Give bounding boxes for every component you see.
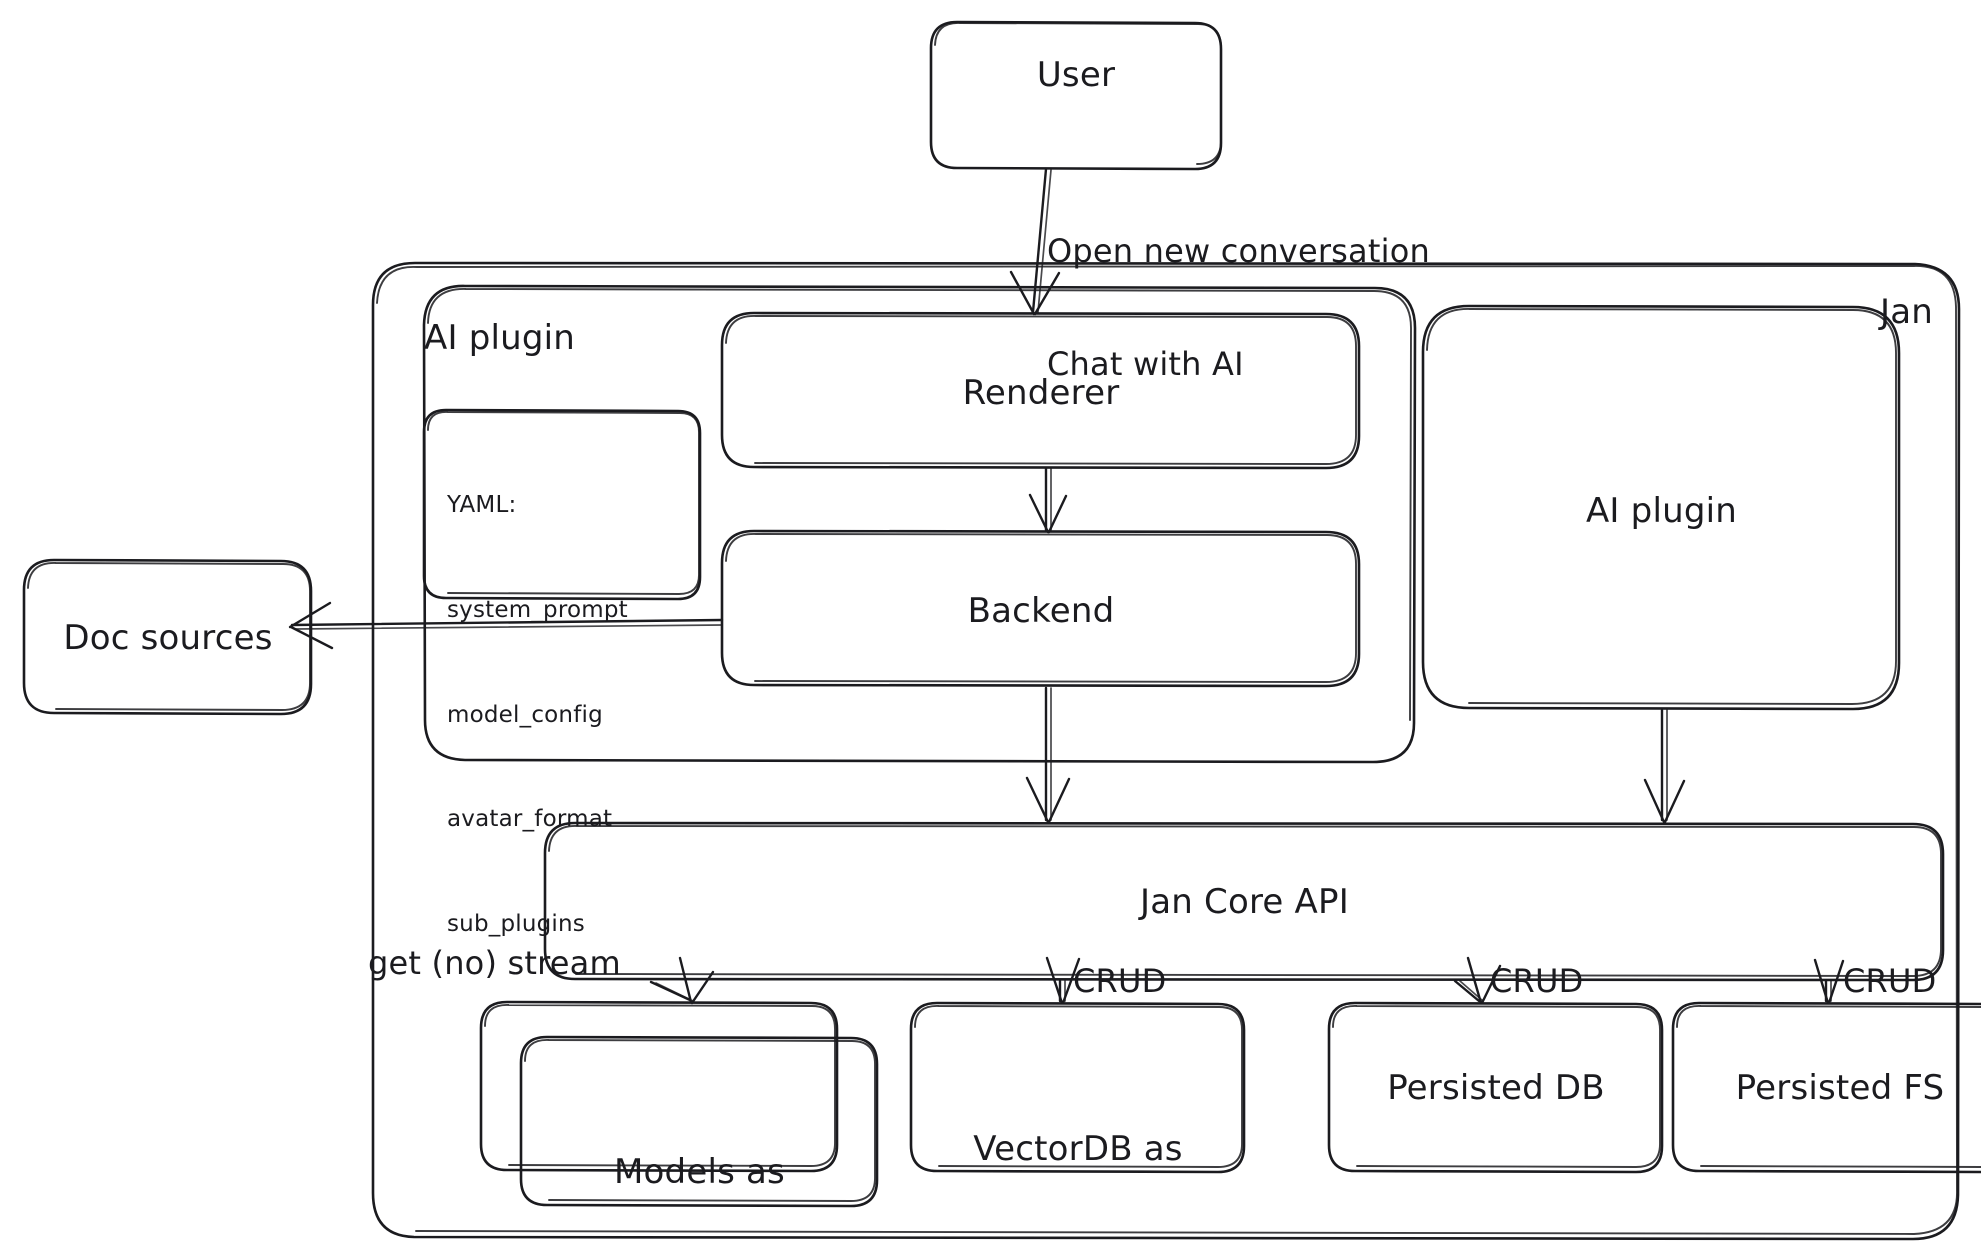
edge-jan-core-api-to-vectordb <box>1045 956 1081 1005</box>
node-renderer-outline <box>720 311 1361 470</box>
node-user-outline <box>929 20 1223 171</box>
edge-jan-core-api-to-persisted-db <box>1453 956 1502 1005</box>
node-label-user: User <box>1036 55 1116 95</box>
yaml-card-header: YAML: <box>447 491 517 518</box>
yaml-card-key-system-prompt: system_prompt <box>447 596 628 623</box>
edge-label-get-no-stream: get (no) stream <box>368 944 621 982</box>
edge-label-user-to-renderer: Open new conversation Chat with AI <box>1047 157 1430 459</box>
container-jan-outline <box>371 261 1961 1241</box>
node-label-persisted-db: Persisted DB <box>1387 1068 1605 1108</box>
edge-label-crud-persisted-db: CRUD <box>1490 962 1584 1000</box>
edge-renderer-to-backend <box>1028 466 1068 534</box>
container-label-ai-plugin-group: AI plugin <box>424 318 576 358</box>
node-backend-outline <box>720 529 1361 688</box>
edge-jan-core-api-to-models <box>649 956 715 1005</box>
node-vectordb-as-plugin-outline <box>909 1001 1246 1174</box>
node-jan-core-api-outline <box>543 821 1945 982</box>
edge-jan-core-api-to-persisted-fs <box>1813 958 1845 1005</box>
yaml-card-content: YAML: system_prompt model_config avatar_… <box>447 418 628 1012</box>
edge-label-user-to-renderer-line1: Open new conversation <box>1047 231 1430 270</box>
node-persisted-fs-outline <box>1671 1001 1981 1174</box>
container-label-jan: Jan <box>1880 292 1934 332</box>
container-ai-plugin-group-outline <box>422 284 1417 764</box>
node-label-ai-plugin: AI plugin <box>1585 491 1738 531</box>
edge-user-to-renderer <box>1009 167 1061 316</box>
yaml-card-key-sub-plugins: sub_plugins <box>447 911 585 938</box>
node-label-models-as-plugin: Models as plugin <box>521 1064 878 1246</box>
node-label-models-as-plugin-line1: Models as <box>614 1152 785 1193</box>
yaml-card-key-avatar-format: avatar_format <box>447 806 613 833</box>
edge-backend-to-doc-sources <box>288 601 724 650</box>
node-ai-plugin-outline <box>1421 304 1901 711</box>
node-label-renderer: Renderer <box>962 373 1120 413</box>
node-label-jan-core-api: Jan Core API <box>1140 882 1349 922</box>
edge-label-user-to-renderer-line2: Chat with AI <box>1047 344 1244 383</box>
node-models-as-plugin-outline <box>479 1000 879 1208</box>
node-yaml-card-outline <box>422 408 702 601</box>
edge-ai-plugin-to-jan-core-api <box>1643 708 1686 824</box>
node-label-vectordb-as-plugin-line1: VectorDB as <box>973 1129 1183 1170</box>
edge-label-crud-vectordb: CRUD <box>1073 962 1167 1000</box>
node-label-persisted-fs: Persisted FS <box>1735 1068 1945 1108</box>
node-label-backend: Backend <box>967 591 1115 631</box>
edge-label-crud-persisted-fs: CRUD <box>1843 962 1937 1000</box>
edge-backend-to-jan-core-api <box>1025 686 1071 824</box>
node-label-doc-sources: Doc sources <box>63 618 273 658</box>
node-doc-sources-outline <box>22 558 313 716</box>
node-label-vectordb-as-plugin: VectorDB as plugin <box>911 1041 1245 1246</box>
node-persisted-db-outline <box>1327 1001 1664 1174</box>
yaml-card-key-model-config: model_config <box>447 701 603 728</box>
